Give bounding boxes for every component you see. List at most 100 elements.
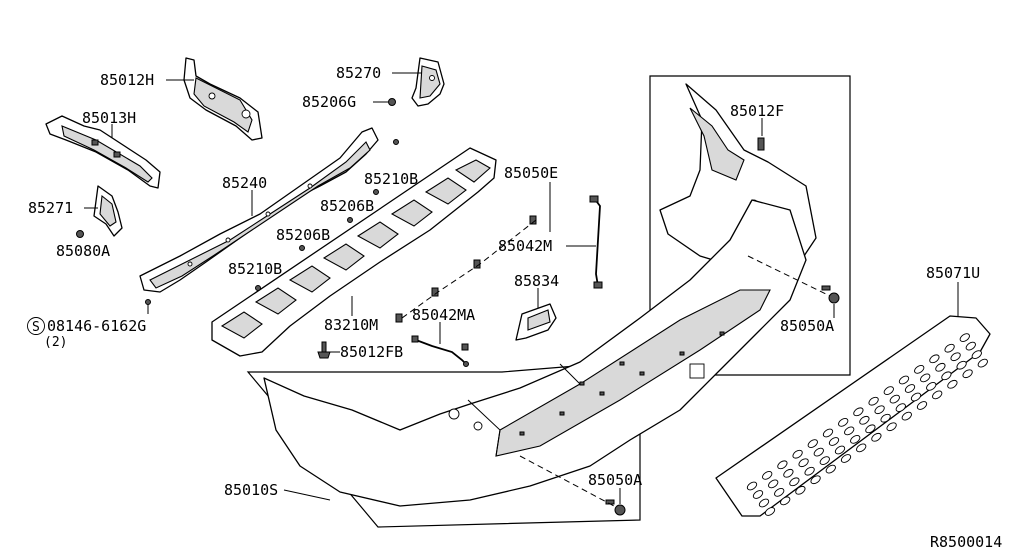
clip-85206G	[388, 98, 396, 106]
grille-hole	[950, 352, 961, 362]
leader-85010S	[283, 489, 331, 501]
grille-hole	[798, 458, 809, 468]
grille-hole	[807, 439, 818, 448]
label-85210B-low: 85210B	[228, 260, 282, 278]
label-85270: 85270	[336, 64, 381, 82]
grille-hole	[810, 475, 821, 485]
clip-85206B-top	[347, 217, 353, 223]
grille-hole	[764, 507, 776, 516]
grille-hole	[813, 447, 824, 457]
bolt-08146-6162G	[145, 299, 151, 314]
bolt-85050A-right	[747, 255, 840, 304]
grille-hole	[868, 396, 879, 406]
grille-hole	[910, 392, 922, 402]
grille-hole	[844, 426, 855, 436]
grille-hole	[962, 369, 973, 379]
label-85050A-bottom: 85050A	[588, 471, 642, 489]
clips-85050E	[395, 215, 537, 323]
part-85834-cover	[515, 303, 557, 341]
grille-hole	[895, 403, 906, 412]
bolt-symbol	[27, 317, 45, 335]
grille-hole	[746, 481, 758, 491]
part-83210M-absorber	[211, 147, 497, 357]
grille-hole	[947, 379, 958, 389]
grille-hole	[929, 354, 940, 364]
grille-hole	[819, 456, 830, 465]
bolt-85050A-bottom	[519, 455, 626, 516]
grille-hole	[834, 445, 846, 455]
clip-85210B-top	[373, 189, 379, 195]
grille-hole	[932, 390, 943, 400]
clip-85240-top	[393, 139, 399, 145]
grille-hole	[865, 424, 876, 434]
grille-hole	[822, 428, 834, 438]
grille-holes	[746, 333, 988, 516]
part-85071U-grille	[715, 315, 991, 517]
grille-hole	[804, 466, 815, 476]
clip-85210B-low	[255, 285, 261, 291]
label-85050E: 85050E	[504, 164, 558, 182]
label-85012H: 85012H	[100, 71, 154, 89]
grille-hole	[956, 360, 967, 370]
clip-85012F	[757, 137, 765, 151]
grille-hole	[941, 371, 952, 381]
grille-hole	[886, 422, 897, 432]
label-85210B-top: 85210B	[364, 170, 418, 188]
label-85013H: 85013H	[82, 109, 136, 127]
grille-hole	[758, 498, 770, 508]
grille-hole	[977, 358, 988, 368]
part-85042M-harness	[589, 195, 603, 289]
grille-hole	[965, 341, 976, 351]
clip-85206B-mid	[299, 245, 305, 251]
grille-hole	[825, 464, 836, 474]
part-85013H-bracket	[45, 115, 161, 189]
grille-hole	[898, 375, 910, 385]
grille-hole	[926, 382, 937, 391]
grille-hole	[901, 411, 912, 421]
grille-hole	[838, 418, 849, 427]
label-85834: 85834	[514, 272, 559, 290]
grille-hole	[768, 479, 779, 489]
label-85206B-mid: 85206B	[276, 226, 330, 244]
grille-hole	[883, 386, 894, 395]
label-85206B-top: 85206B	[320, 197, 374, 215]
grille-hole	[904, 384, 916, 393]
grille-hole	[880, 413, 891, 423]
label-85271: 85271	[28, 199, 73, 217]
label-85240: 85240	[222, 174, 267, 192]
part-85270-bracket	[411, 57, 445, 107]
grille-hole	[916, 401, 928, 410]
label-85012FB: 85012FB	[340, 343, 403, 361]
grille-hole	[792, 449, 803, 459]
label-85050A-right: 85050A	[780, 317, 834, 335]
grille-hole	[959, 333, 970, 342]
clip-85012FB	[317, 341, 331, 359]
part-85010S-bumper-fascia	[263, 199, 807, 507]
grille-hole	[944, 343, 955, 353]
part-85042MA-harness	[411, 335, 469, 367]
grille-hole	[828, 437, 840, 446]
grille-hole	[840, 454, 852, 463]
grille-hole	[914, 365, 925, 374]
grille-hole	[783, 468, 794, 478]
bolt-85080A	[76, 230, 84, 238]
label-bolt-code: 08146-6162G	[47, 317, 146, 335]
grille-hole	[889, 394, 900, 404]
reference-code: R8500014	[930, 533, 1002, 551]
label-85012F: 85012F	[730, 102, 784, 120]
grille-hole	[774, 488, 785, 497]
grille-hole	[856, 443, 867, 453]
label-bolt-qty: (2)	[44, 335, 67, 350]
bolt-symbol-letter: S	[32, 320, 40, 335]
grille-hole	[853, 407, 864, 417]
grille-hole	[935, 362, 946, 372]
grille-hole	[752, 490, 764, 499]
label-85010S: 85010S	[224, 481, 278, 499]
part-85271-bracket	[93, 185, 123, 237]
grille-hole	[874, 405, 885, 415]
fascia-slots	[519, 331, 725, 436]
grille-hole	[795, 485, 806, 495]
grille-hole	[920, 373, 931, 383]
grille-hole	[971, 350, 982, 359]
